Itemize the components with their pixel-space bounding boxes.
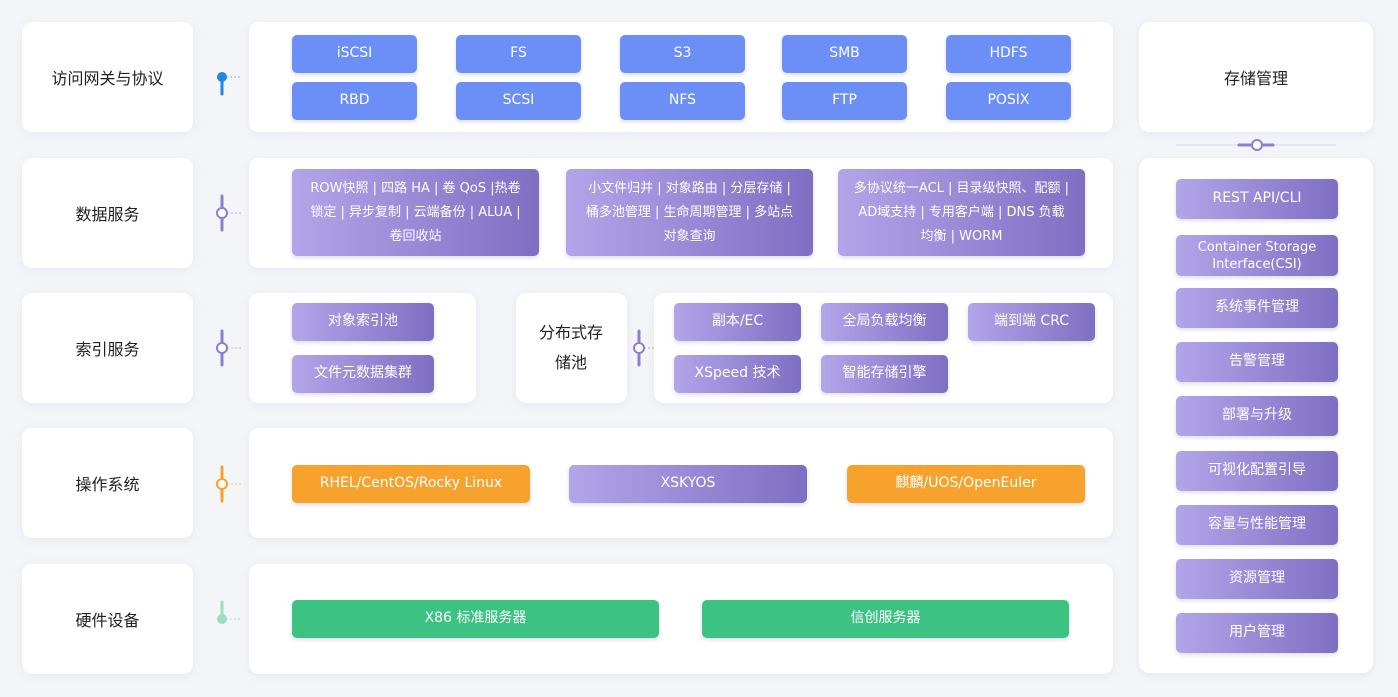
connector-index-services-icon (216, 329, 242, 367)
management-item[interactable]: 资源管理 (1176, 559, 1338, 599)
object-service-chip[interactable]: 小文件归并 | 对象路由 | 分层存储 | 桶多池管理 | 生命周期管理 | 多… (566, 169, 813, 256)
layer-label-gateway: 访问网关与协议 (22, 22, 193, 132)
management-item[interactable]: 告警管理 (1176, 342, 1338, 382)
storage-pool-chip[interactable]: XSpeed 技术 (674, 355, 801, 393)
connector-hardware-icon (217, 600, 242, 624)
protocol-chip[interactable]: iSCSI (292, 35, 417, 73)
storage-pool-chip[interactable]: 智能存储引擎 (821, 355, 948, 393)
storage-pool-chip[interactable]: 全局负载均衡 (821, 303, 948, 341)
block-service-chip[interactable]: ROW快照 | 四路 HA | 卷 QoS |热卷锁定 | 异步复制 | 云端备… (292, 169, 539, 256)
management-title-panel: 存储管理 (1139, 22, 1373, 132)
os-chip[interactable]: RHEL/CentOS/Rocky Linux (292, 465, 530, 503)
connector-management-icon (1176, 139, 1336, 151)
hardware-chip[interactable]: X86 标准服务器 (292, 600, 659, 638)
protocol-chip[interactable]: SMB (782, 35, 907, 73)
layer-label-text: 数据服务 (75, 205, 140, 224)
connector-os-icon (216, 465, 242, 503)
protocol-chip[interactable]: HDFS (946, 35, 1071, 73)
connector-gateway-icon (217, 72, 242, 96)
os-chip[interactable]: XSKYOS (569, 465, 807, 503)
management-item[interactable]: REST API/CLI (1176, 179, 1338, 219)
storage-pool-title-panel (516, 293, 627, 403)
layer-label-index-services: 索引服务 (22, 293, 193, 403)
layer-label-text: 操作系统 (75, 475, 140, 494)
layer-label-data-services: 数据服务 (22, 158, 193, 268)
storage-pool-chip[interactable]: 端到端 CRC (968, 303, 1095, 341)
protocol-chip[interactable]: SCSI (456, 82, 581, 120)
layer-label-os: 操作系统 (22, 428, 193, 538)
index-chip[interactable]: 对象索引池 (292, 303, 434, 341)
storage-pool-chip[interactable]: 副本/EC (674, 303, 801, 341)
management-title: 存储管理 (1223, 69, 1288, 88)
protocol-chip[interactable]: POSIX (946, 82, 1071, 120)
management-item[interactable]: 容量与性能管理 (1176, 505, 1338, 545)
connector-storage-pool-icon (633, 329, 659, 367)
layer-label-text: 索引服务 (75, 340, 140, 359)
layer-label-text: 硬件设备 (75, 611, 140, 630)
management-item[interactable]: 可视化配置引导 (1176, 451, 1338, 491)
connector-data-services-icon (216, 194, 242, 232)
protocol-chip[interactable]: FTP (782, 82, 907, 120)
protocol-chip[interactable]: S3 (620, 35, 745, 73)
management-item[interactable]: 部署与升级 (1176, 396, 1338, 436)
storage-pool-title: 分布式存储池 (538, 323, 603, 372)
file-service-chip[interactable]: 多协议统一ACL | 目录级快照、配额 | AD域支持 | 专用客户端 | DN… (838, 169, 1085, 256)
protocol-chip[interactable]: RBD (292, 82, 417, 120)
os-chip[interactable]: 麒麟/UOS/OpenEuler (847, 465, 1085, 503)
index-chip[interactable]: 文件元数据集群 (292, 355, 434, 393)
management-item[interactable]: 系统事件管理 (1176, 288, 1338, 328)
layer-label-hardware: 硬件设备 (22, 564, 193, 674)
protocol-chip[interactable]: FS (456, 35, 581, 73)
management-item[interactable]: 用户管理 (1176, 613, 1338, 653)
layer-label-text: 访问网关与协议 (51, 69, 164, 88)
protocol-chip[interactable]: NFS (620, 82, 745, 120)
management-item[interactable]: Container Storage Interface(CSI) (1176, 235, 1338, 276)
hardware-chip[interactable]: 信创服务器 (702, 600, 1069, 638)
